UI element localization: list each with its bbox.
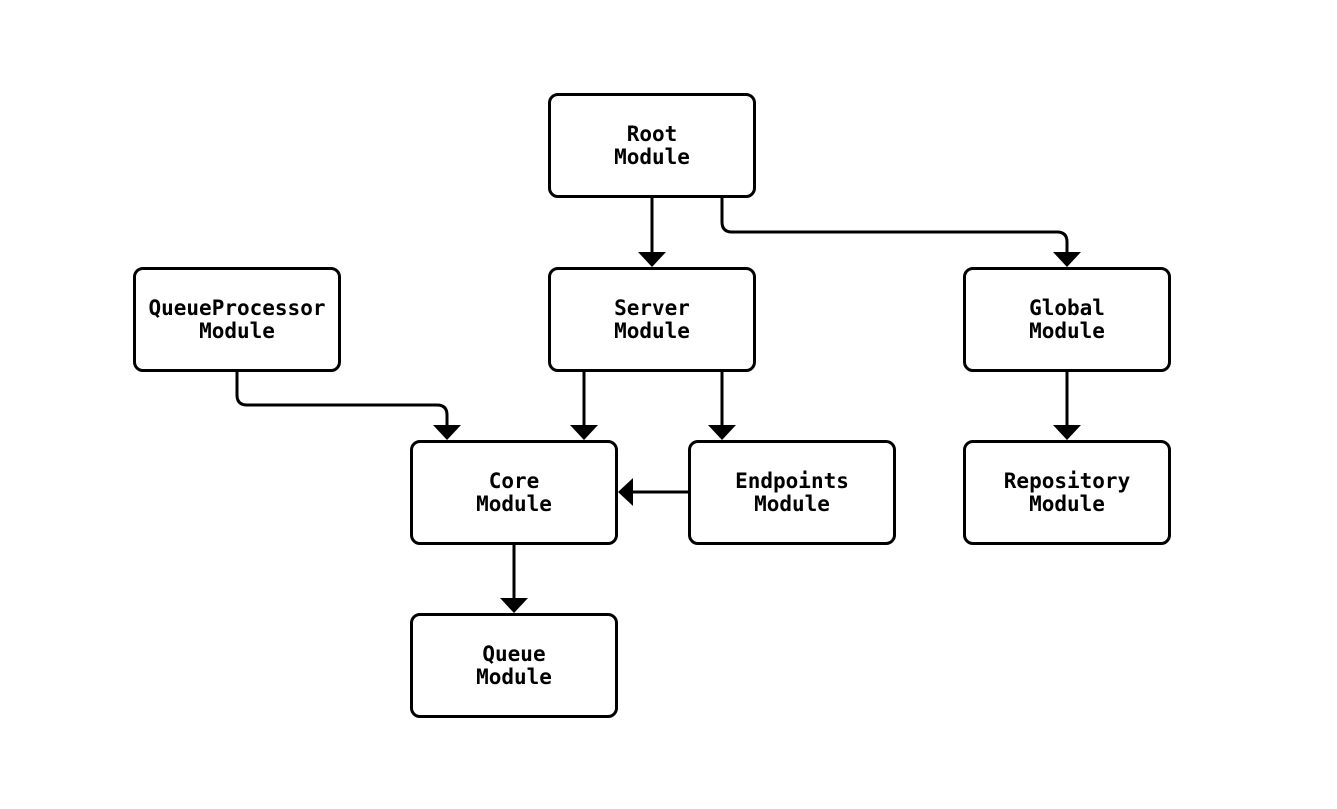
arrowhead-icon [433, 425, 461, 440]
edge-server-endpoints [708, 372, 736, 440]
arrowhead-icon [1053, 252, 1081, 267]
node-server-module: Server Module [548, 267, 756, 372]
node-root-module: Root Module [548, 93, 756, 198]
arrowhead-icon [570, 425, 598, 440]
node-global-module: Global Module [963, 267, 1171, 372]
edge-endpoints-core [618, 478, 688, 506]
arrowhead-icon [618, 478, 633, 506]
arrowhead-icon [1053, 425, 1081, 440]
edge-core-queue [500, 545, 528, 613]
edge-queueprocessor-core [235, 372, 461, 440]
arrowhead-icon [638, 252, 666, 267]
node-queue-module: Queue Module [410, 613, 618, 718]
edge-server-core [570, 372, 598, 440]
edge-root-server [638, 198, 666, 267]
node-endpoints-module: Endpoints Module [688, 440, 896, 545]
node-queueprocessor-module: QueueProcessor Module [133, 267, 341, 372]
edge-global-repository [1053, 372, 1081, 440]
arrowhead-icon [708, 425, 736, 440]
edge-root-global [720, 198, 1081, 267]
node-core-module: Core Module [410, 440, 618, 545]
node-repository-module: Repository Module [963, 440, 1171, 545]
arrowhead-icon [500, 598, 528, 613]
